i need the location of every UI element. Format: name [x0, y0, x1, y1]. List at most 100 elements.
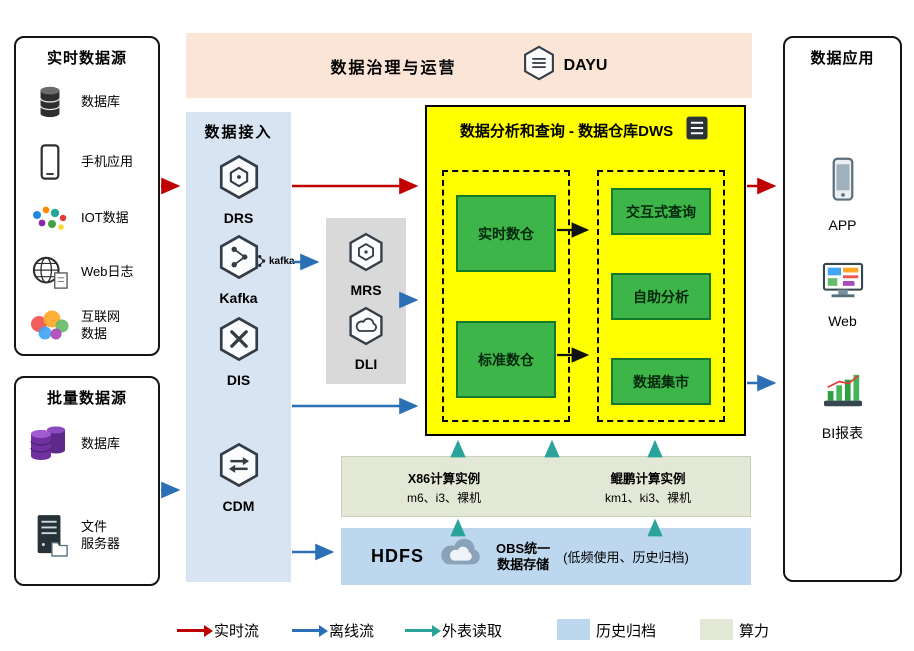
dayu-logo: DAYU [521, 45, 608, 86]
storage-box: HDFS OBS统一 数据存储 (低频使用、历史归档) [341, 528, 751, 585]
governance-banner: 数据治理与运营 DAYU [186, 33, 752, 98]
legend-external-label: 外表读取 [442, 623, 503, 640]
analytics-group: 交互式查询 自助分析 数据集市 [597, 170, 725, 422]
app-label: Web [828, 313, 857, 329]
app-label: BI报表 [821, 425, 864, 441]
source-label: Web日志 [81, 263, 134, 279]
warehouse-group: 实时数仓 标准数仓 [442, 170, 570, 422]
data-apps-title: 数据应用 [810, 50, 875, 67]
app-phone-icon [830, 156, 856, 211]
service-label: DIS [226, 372, 251, 388]
service-mrs: MRS [326, 232, 406, 298]
source-label: IOT数据 [81, 209, 129, 225]
service-label: CDM [222, 498, 255, 514]
obs-storage-label: OBS统一 数据存储 [496, 541, 550, 572]
realtime-sources-title: 实时数据源 [46, 50, 127, 67]
source-item-batch-database: 数据库 [26, 420, 154, 468]
legend-external-arrow-icon [405, 624, 441, 637]
legend-compute-label: 算力 [739, 623, 770, 640]
dayu-hexagon-icon [521, 45, 557, 86]
warehouse-standard: 标准数仓 [456, 321, 556, 398]
dli-hexagon-icon [346, 306, 386, 351]
bi-report-icon [820, 372, 866, 417]
source-item-iot: IOT数据 [26, 196, 154, 240]
kunpeng-compute-title: 鲲鹏计算实例 [610, 471, 686, 486]
service-cdm: CDM [186, 442, 291, 514]
x86-compute-subtitle: m6、i3、裸机 [406, 490, 481, 505]
mrs-hexagon-icon [346, 232, 386, 277]
x86-compute-title: X86计算实例 [407, 471, 481, 486]
governance-title: 数据治理与运营 [330, 59, 457, 77]
obs-cloud-icon [437, 538, 483, 575]
source-item-internet-data: 互联网 数据 [26, 302, 154, 350]
interactive-query-box: 交互式查询 [611, 188, 711, 235]
kunpeng-compute-subtitle: km1、ki3、裸机 [604, 490, 691, 505]
warehouse-realtime: 实时数仓 [456, 195, 556, 272]
dws-panel: 数据分析和查询 - 数据仓库DWS 实时数仓 标准数仓 交互式查询 自助分析 数… [425, 105, 746, 436]
kafka-hexagon-icon [216, 234, 262, 285]
app-label: APP [828, 217, 857, 233]
cdm-hexagon-icon [216, 442, 262, 493]
service-label: DRS [223, 210, 254, 226]
legend-compute-swatch [700, 619, 733, 640]
source-label-line: 服务器 [81, 536, 121, 551]
source-label-line: 互联网 [81, 309, 121, 325]
realtime-sources-panel: 实时数据源 数据库 手机应用 [14, 36, 160, 356]
data-apps-panel: 数据应用 APP [783, 36, 902, 582]
legend-archive-swatch [557, 619, 590, 640]
compute-instances-box: X86计算实例 m6、i3、裸机 鲲鹏计算实例 km1、ki3、裸机 [341, 456, 751, 517]
source-label: 互联网 数据 [81, 309, 120, 343]
service-label: MRS [350, 282, 382, 298]
document-icon [683, 114, 711, 146]
source-item-web-log: Web日志 [26, 250, 154, 294]
source-label-line: 文件 [81, 519, 108, 535]
service-kafka: kafka Kafka [186, 234, 295, 306]
source-label: 数据库 [81, 435, 121, 451]
purple-database-icon [26, 423, 74, 465]
dayu-label: DAYU [563, 56, 608, 74]
processing-panel: MRS DLI [326, 218, 406, 384]
source-item-mobile-app: 手机应用 [26, 140, 154, 184]
legend-realtime-label: 实时流 [214, 623, 260, 640]
data-mart-box: 数据集市 [611, 358, 711, 405]
drs-hexagon-icon [216, 154, 262, 205]
dws-title-row: 数据分析和查询 - 数据仓库DWS [427, 114, 744, 146]
legend-offline-label: 离线流 [329, 623, 375, 640]
kafka-badge-label: kafka [269, 255, 295, 267]
service-dis: DIS [186, 316, 291, 388]
legend-archive-label: 历史归档 [596, 623, 657, 640]
batch-sources-panel: 批量数据源 数据库 [14, 376, 160, 586]
file-server-icon [26, 513, 74, 559]
service-dli: DLI [326, 306, 406, 372]
obs-storage-line: OBS统一 [496, 540, 551, 556]
dws-title: 数据分析和查询 - 数据仓库DWS [459, 122, 674, 140]
data-ingest-panel: 数据接入 DRS [186, 112, 295, 582]
kunpeng-compute-cell: 鲲鹏计算实例 km1、ki3、裸机 [546, 457, 750, 516]
self-service-analysis-box: 自助分析 [611, 273, 711, 320]
web-log-icon [26, 254, 74, 290]
service-drs: DRS [186, 154, 291, 226]
source-label-line: 数据 [81, 326, 108, 341]
source-item-database: 数据库 [26, 80, 154, 124]
app-item-web: Web [785, 262, 900, 329]
hdfs-label: HDFS [371, 546, 424, 566]
storage-note: (低频使用、历史归档) [563, 550, 689, 565]
source-label: 文件 服务器 [81, 519, 120, 553]
kafka-badge: kafka [257, 254, 295, 268]
app-item-app: APP [785, 156, 900, 233]
dis-hexagon-icon [216, 316, 262, 367]
legend-offline-arrow-icon [292, 624, 328, 637]
database-icon [26, 83, 74, 121]
mobile-app-icon [26, 143, 74, 181]
source-item-file-server: 文件 服务器 [26, 506, 154, 566]
web-monitor-icon [820, 262, 866, 307]
service-label: DLI [354, 356, 378, 372]
internet-data-icon [26, 309, 74, 343]
kafka-logo-icon [258, 255, 266, 267]
batch-sources-title: 批量数据源 [46, 390, 127, 407]
obs-storage-line: 数据存储 [497, 556, 550, 572]
source-label: 数据库 [81, 93, 121, 109]
legend-realtime-arrow-icon [177, 624, 213, 637]
data-ingest-title: 数据接入 [204, 124, 273, 141]
